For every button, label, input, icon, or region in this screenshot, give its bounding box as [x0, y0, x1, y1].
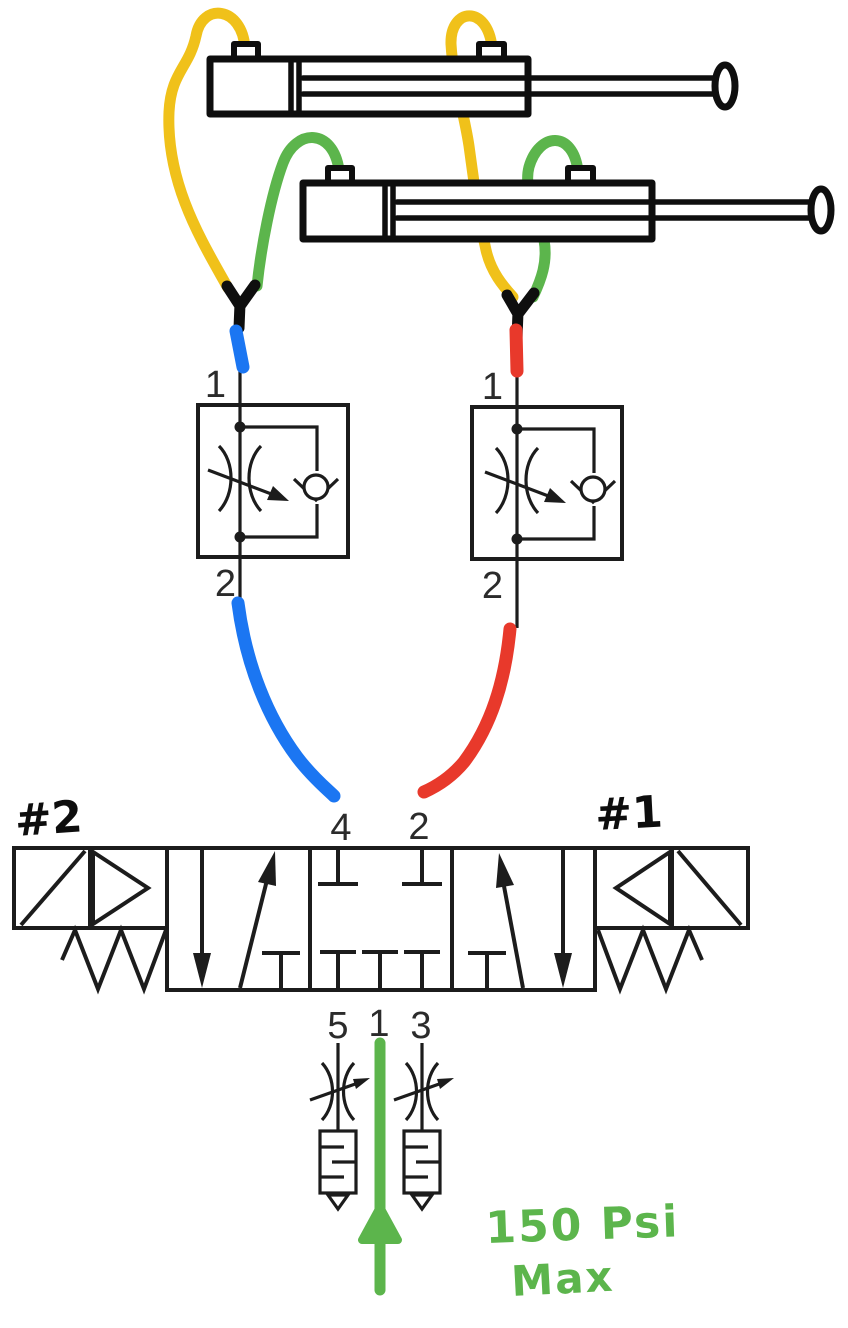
- port-label-4: 4: [330, 807, 351, 849]
- solenoid-left: [12, 846, 169, 930]
- solenoid-left-pilot-triangle: [91, 848, 152, 928]
- supply-arrow-up: [358, 1203, 402, 1244]
- spring-right: [596, 924, 704, 995]
- pos-center-blocked-bottom-1: [362, 950, 398, 990]
- tubing-layer: [163, 7, 584, 303]
- port-label-5: 5: [327, 1005, 348, 1047]
- cylinder-2: [299, 165, 835, 243]
- muffler-right-baffles: [404, 1145, 440, 1179]
- port-label-2: 2: [408, 806, 429, 848]
- pos-center-blocked-bottom-5: [320, 950, 356, 990]
- valve-position-right: [468, 849, 572, 990]
- exhaust-right-adjust-arrowhead: [437, 1078, 454, 1089]
- tube-red-stub: [509, 323, 524, 378]
- exhaust-right-port3: [393, 1043, 454, 1212]
- pos-right-up-arrowhead: [496, 853, 514, 888]
- exhaust-left-adjust-arrowhead: [353, 1078, 370, 1089]
- pos-left-down-arrowhead: [193, 953, 211, 988]
- fcv-right-port1-label: 1: [482, 366, 503, 408]
- tube-blue-curve: [231, 596, 341, 803]
- fcv-right-adjust-arrowhead: [544, 488, 566, 503]
- solenoid-label-left: #2: [13, 791, 84, 847]
- pressure-note: 150 Psi Max: [485, 1196, 681, 1306]
- valve-position-left: [193, 849, 300, 990]
- solenoid-label-right: #1: [594, 787, 664, 841]
- flow-control-valve-right: 1 2: [470, 366, 624, 607]
- solenoid-left-coil-diagonal: [19, 849, 87, 927]
- pos-left-up-arrow-line: [238, 867, 272, 989]
- cylinder-1: [206, 41, 739, 118]
- directional-valve-5-3: #2 #1 4 2: [12, 787, 750, 1047]
- tube-green-cyl2-cap-end: [251, 132, 345, 292]
- fcv-right-check-ball: [579, 475, 607, 503]
- fcv-left-adjust-arrow: [207, 468, 275, 497]
- pos-left-up-arrowhead: [258, 851, 276, 886]
- fcv-left-bypass: [240, 425, 319, 539]
- pressure-note-line2: Max: [510, 1252, 616, 1306]
- exhaust-right-adjust-arrow: [393, 1081, 443, 1102]
- fcv-left-port1-label: 1: [205, 364, 226, 406]
- y-fitting-left: [221, 279, 261, 334]
- y-fitting-left-body: [221, 279, 261, 334]
- port-label-3: 3: [410, 1005, 431, 1047]
- muffler-right-outlet-triangle: [408, 1193, 436, 1212]
- pos-right-blocked-port: [468, 951, 506, 990]
- tube-yellow-cyl1-rod-end: [445, 10, 519, 303]
- pos-center-blocked-top-2: [402, 848, 442, 886]
- tube-blue-stub: [229, 324, 250, 374]
- exhaust-left-port5: [309, 1043, 370, 1212]
- pos-right-up-arrow-line: [499, 869, 525, 989]
- flow-control-valve-left: 1 2: [196, 364, 350, 605]
- solenoid-right-coil-diagonal: [676, 849, 743, 927]
- muffler-left-baffles: [320, 1145, 356, 1179]
- fcv-right-adjust-arrow: [484, 470, 552, 499]
- exhaust-left-adjust-arrow: [309, 1081, 359, 1102]
- cylinder-1-barrel: [206, 55, 532, 118]
- muffler-left-outlet-triangle: [324, 1193, 352, 1212]
- tube-red-curve: [417, 622, 517, 799]
- solenoid-right-pilot-triangle: [612, 848, 672, 928]
- fcv-left-adjust-arrowhead: [267, 486, 289, 501]
- cylinder-2-rod-eye: [807, 185, 835, 235]
- port-label-1: 1: [368, 1003, 389, 1045]
- fcv-right-bypass: [517, 427, 596, 541]
- solenoid-right: [593, 846, 750, 930]
- pos-center-blocked-top-4: [318, 848, 358, 886]
- valve-position-center: [318, 848, 442, 990]
- pos-center-blocked-bottom-3: [404, 950, 440, 990]
- spring-left: [60, 924, 168, 995]
- cylinder-2-barrel: [299, 179, 656, 243]
- supply-line: [358, 1037, 402, 1296]
- pressure-note-line1: 150 Psi: [485, 1196, 681, 1254]
- fcv-right-port2-label: 2: [482, 565, 503, 607]
- pos-left-blocked-port: [262, 951, 300, 990]
- fcv-left-check-ball: [302, 473, 330, 501]
- pos-right-down-arrowhead: [554, 953, 572, 988]
- fcv-left-port2-label: 2: [215, 563, 236, 605]
- tube-yellow-cyl1-cap-end: [163, 7, 251, 294]
- cylinder-1-rod-eye: [711, 61, 739, 111]
